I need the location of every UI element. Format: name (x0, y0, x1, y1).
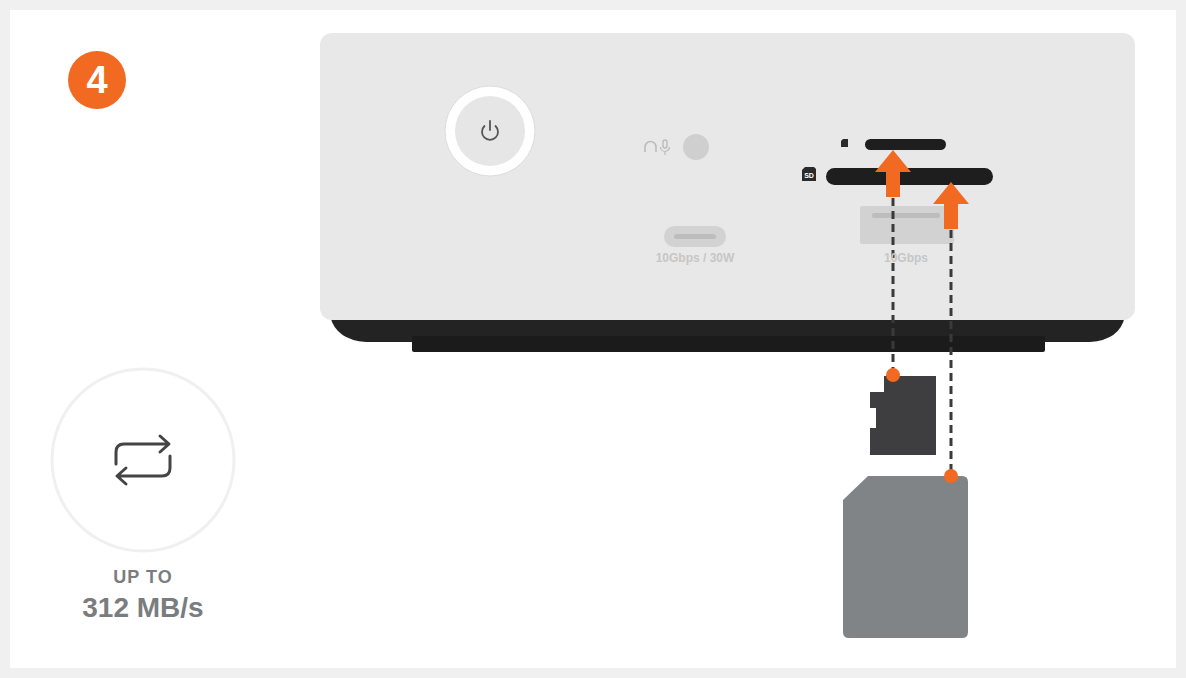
speed-badge: UP TO312 MB/s (33, 366, 253, 636)
power-symbol (489, 121, 491, 130)
callout-circle (68, 51, 126, 109)
frame (5, 5, 1181, 673)
guide-line (950, 230, 953, 472)
mic-icon (661, 147, 670, 155)
port-label: 10Gbps (884, 252, 928, 264)
guide-line (892, 198, 895, 372)
speed-prefix: UP TO (33, 566, 253, 588)
speed-value: 312 MB/s (33, 590, 253, 626)
usb-a-port (860, 206, 954, 244)
callout-number: 4 (68, 51, 126, 109)
power-button-inner (455, 96, 525, 166)
callout-number: 4 (86, 61, 107, 99)
usb-c-port (664, 226, 726, 247)
microsd-slot (865, 139, 946, 150)
insert-arrow (933, 182, 969, 229)
guide-dot (886, 368, 900, 382)
headphone-icon (645, 142, 656, 153)
power-button (445, 86, 535, 176)
microsd-card (870, 376, 936, 455)
repeat-icon (116, 436, 170, 484)
speed-text: UP TO312 MB/s (33, 566, 253, 626)
speed-circle (52, 369, 234, 551)
usb-c-tongue (674, 234, 716, 239)
device-body (320, 33, 1135, 320)
audio-jack (683, 134, 709, 160)
guide-dot (944, 469, 958, 483)
microsd-icon (841, 139, 848, 147)
speed-icon (33, 366, 253, 556)
sd-icon (802, 167, 816, 181)
sd-icon-text: SD (804, 172, 814, 179)
mic-icon (663, 140, 667, 148)
sd-card (843, 476, 968, 638)
insert-arrow (875, 150, 911, 197)
port-label: 10Gbps / 30W (656, 252, 735, 264)
usb-a-tongue (872, 213, 940, 218)
